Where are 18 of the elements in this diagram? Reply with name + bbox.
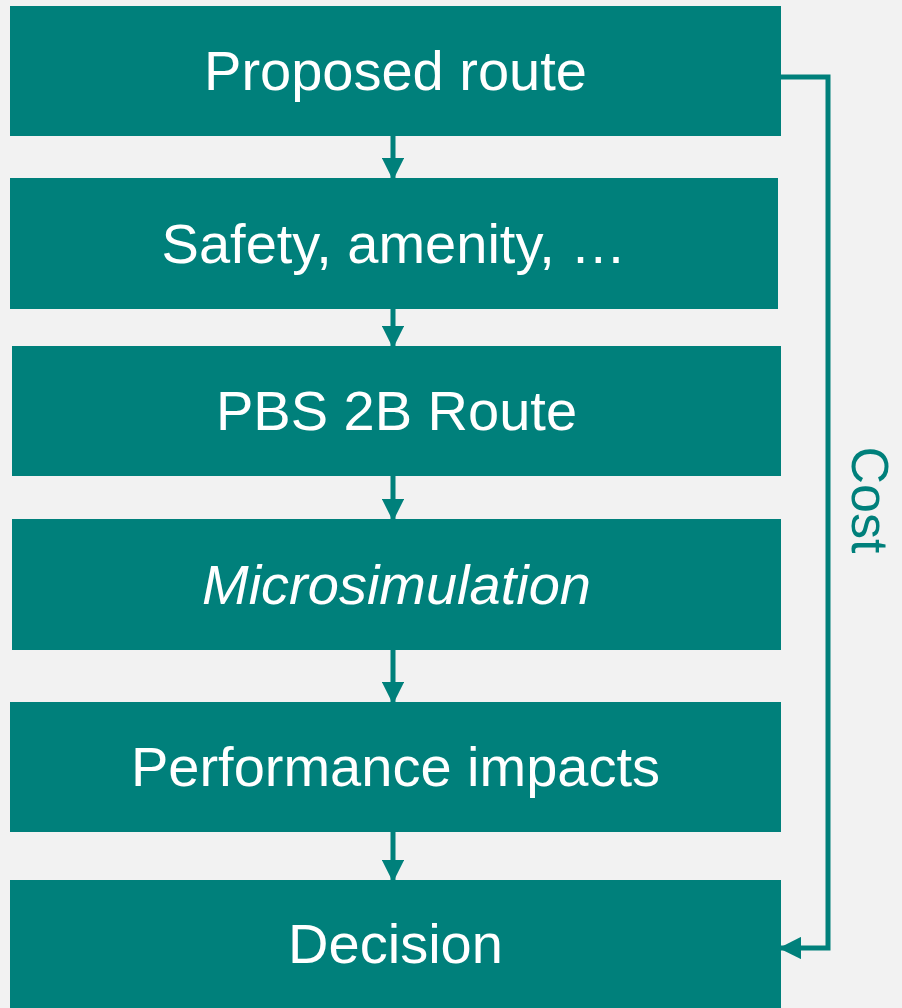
process-box [10, 880, 781, 1008]
process-box [10, 702, 781, 832]
box-label: Microsimulation [202, 551, 591, 618]
box-label: Proposed route [204, 38, 587, 104]
box-label: Safety, amenity, … [161, 210, 627, 277]
arrow [381, 309, 405, 349]
box-label: Performance impacts [130, 734, 661, 800]
arrow [381, 650, 405, 705]
arrow [381, 832, 405, 883]
edge-label: Cost [844, 446, 896, 554]
process-box [10, 178, 778, 309]
process-box [12, 346, 781, 476]
box-label: PBS 2B Route [215, 378, 578, 444]
process-box [12, 519, 781, 650]
arrow [381, 476, 405, 522]
arrow [381, 136, 405, 181]
process-box [10, 6, 781, 136]
box-label: Decision [288, 911, 503, 977]
